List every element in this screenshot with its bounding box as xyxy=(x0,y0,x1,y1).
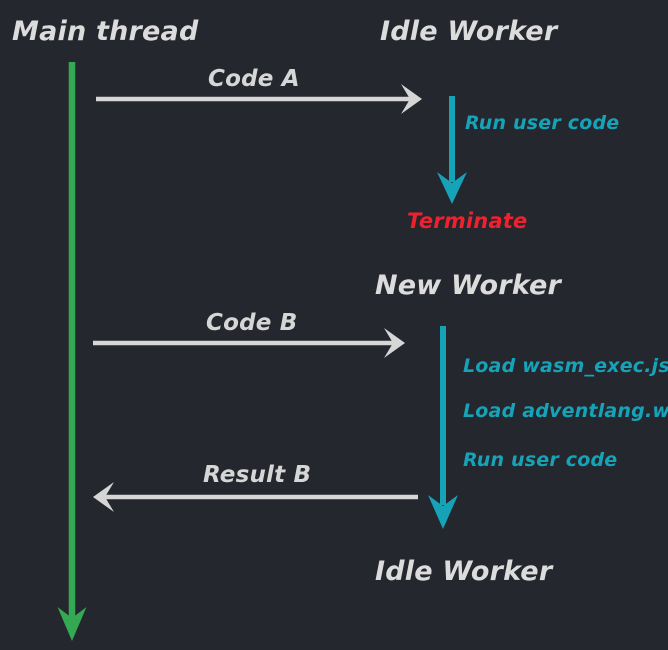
main-thread-lifeline xyxy=(57,62,87,641)
message-label-code-b: Code B xyxy=(206,310,298,336)
idle-worker-activation-1 xyxy=(437,96,467,204)
event-label-terminate: Terminate xyxy=(407,209,528,233)
code-b-arrowhead-icon xyxy=(384,328,405,358)
message-arrow-code-b xyxy=(93,328,405,358)
activation-step-load-adventlang-wasm: Load adventlang.wasm xyxy=(463,400,668,422)
worker-arrowhead-icon-2 xyxy=(428,495,458,529)
message-arrow-code-a xyxy=(96,84,422,114)
message-label-result-b: Result B xyxy=(203,462,312,488)
message-arrow-result-b xyxy=(93,482,418,512)
lifeline-title-idle-worker-bottom: Idle Worker xyxy=(375,556,553,587)
lifeline-title-main-thread: Main thread xyxy=(12,16,199,47)
activation-step-run-user-code-2: Run user code xyxy=(463,449,618,471)
worker-arrowhead-icon-1 xyxy=(437,172,467,204)
activation-step-run-user-code-1: Run user code xyxy=(465,112,620,134)
new-worker-activation-2 xyxy=(428,326,458,529)
result-b-arrowhead-icon xyxy=(93,482,114,512)
lifeline-title-idle-worker-top: Idle Worker xyxy=(380,16,558,47)
activation-step-load-wasm-exec: Load wasm_exec.js xyxy=(463,355,668,377)
code-a-arrowhead-icon xyxy=(401,84,422,114)
lifeline-title-new-worker: New Worker xyxy=(375,270,562,301)
message-label-code-a: Code A xyxy=(208,66,300,92)
main-thread-arrowhead-icon xyxy=(57,607,87,641)
